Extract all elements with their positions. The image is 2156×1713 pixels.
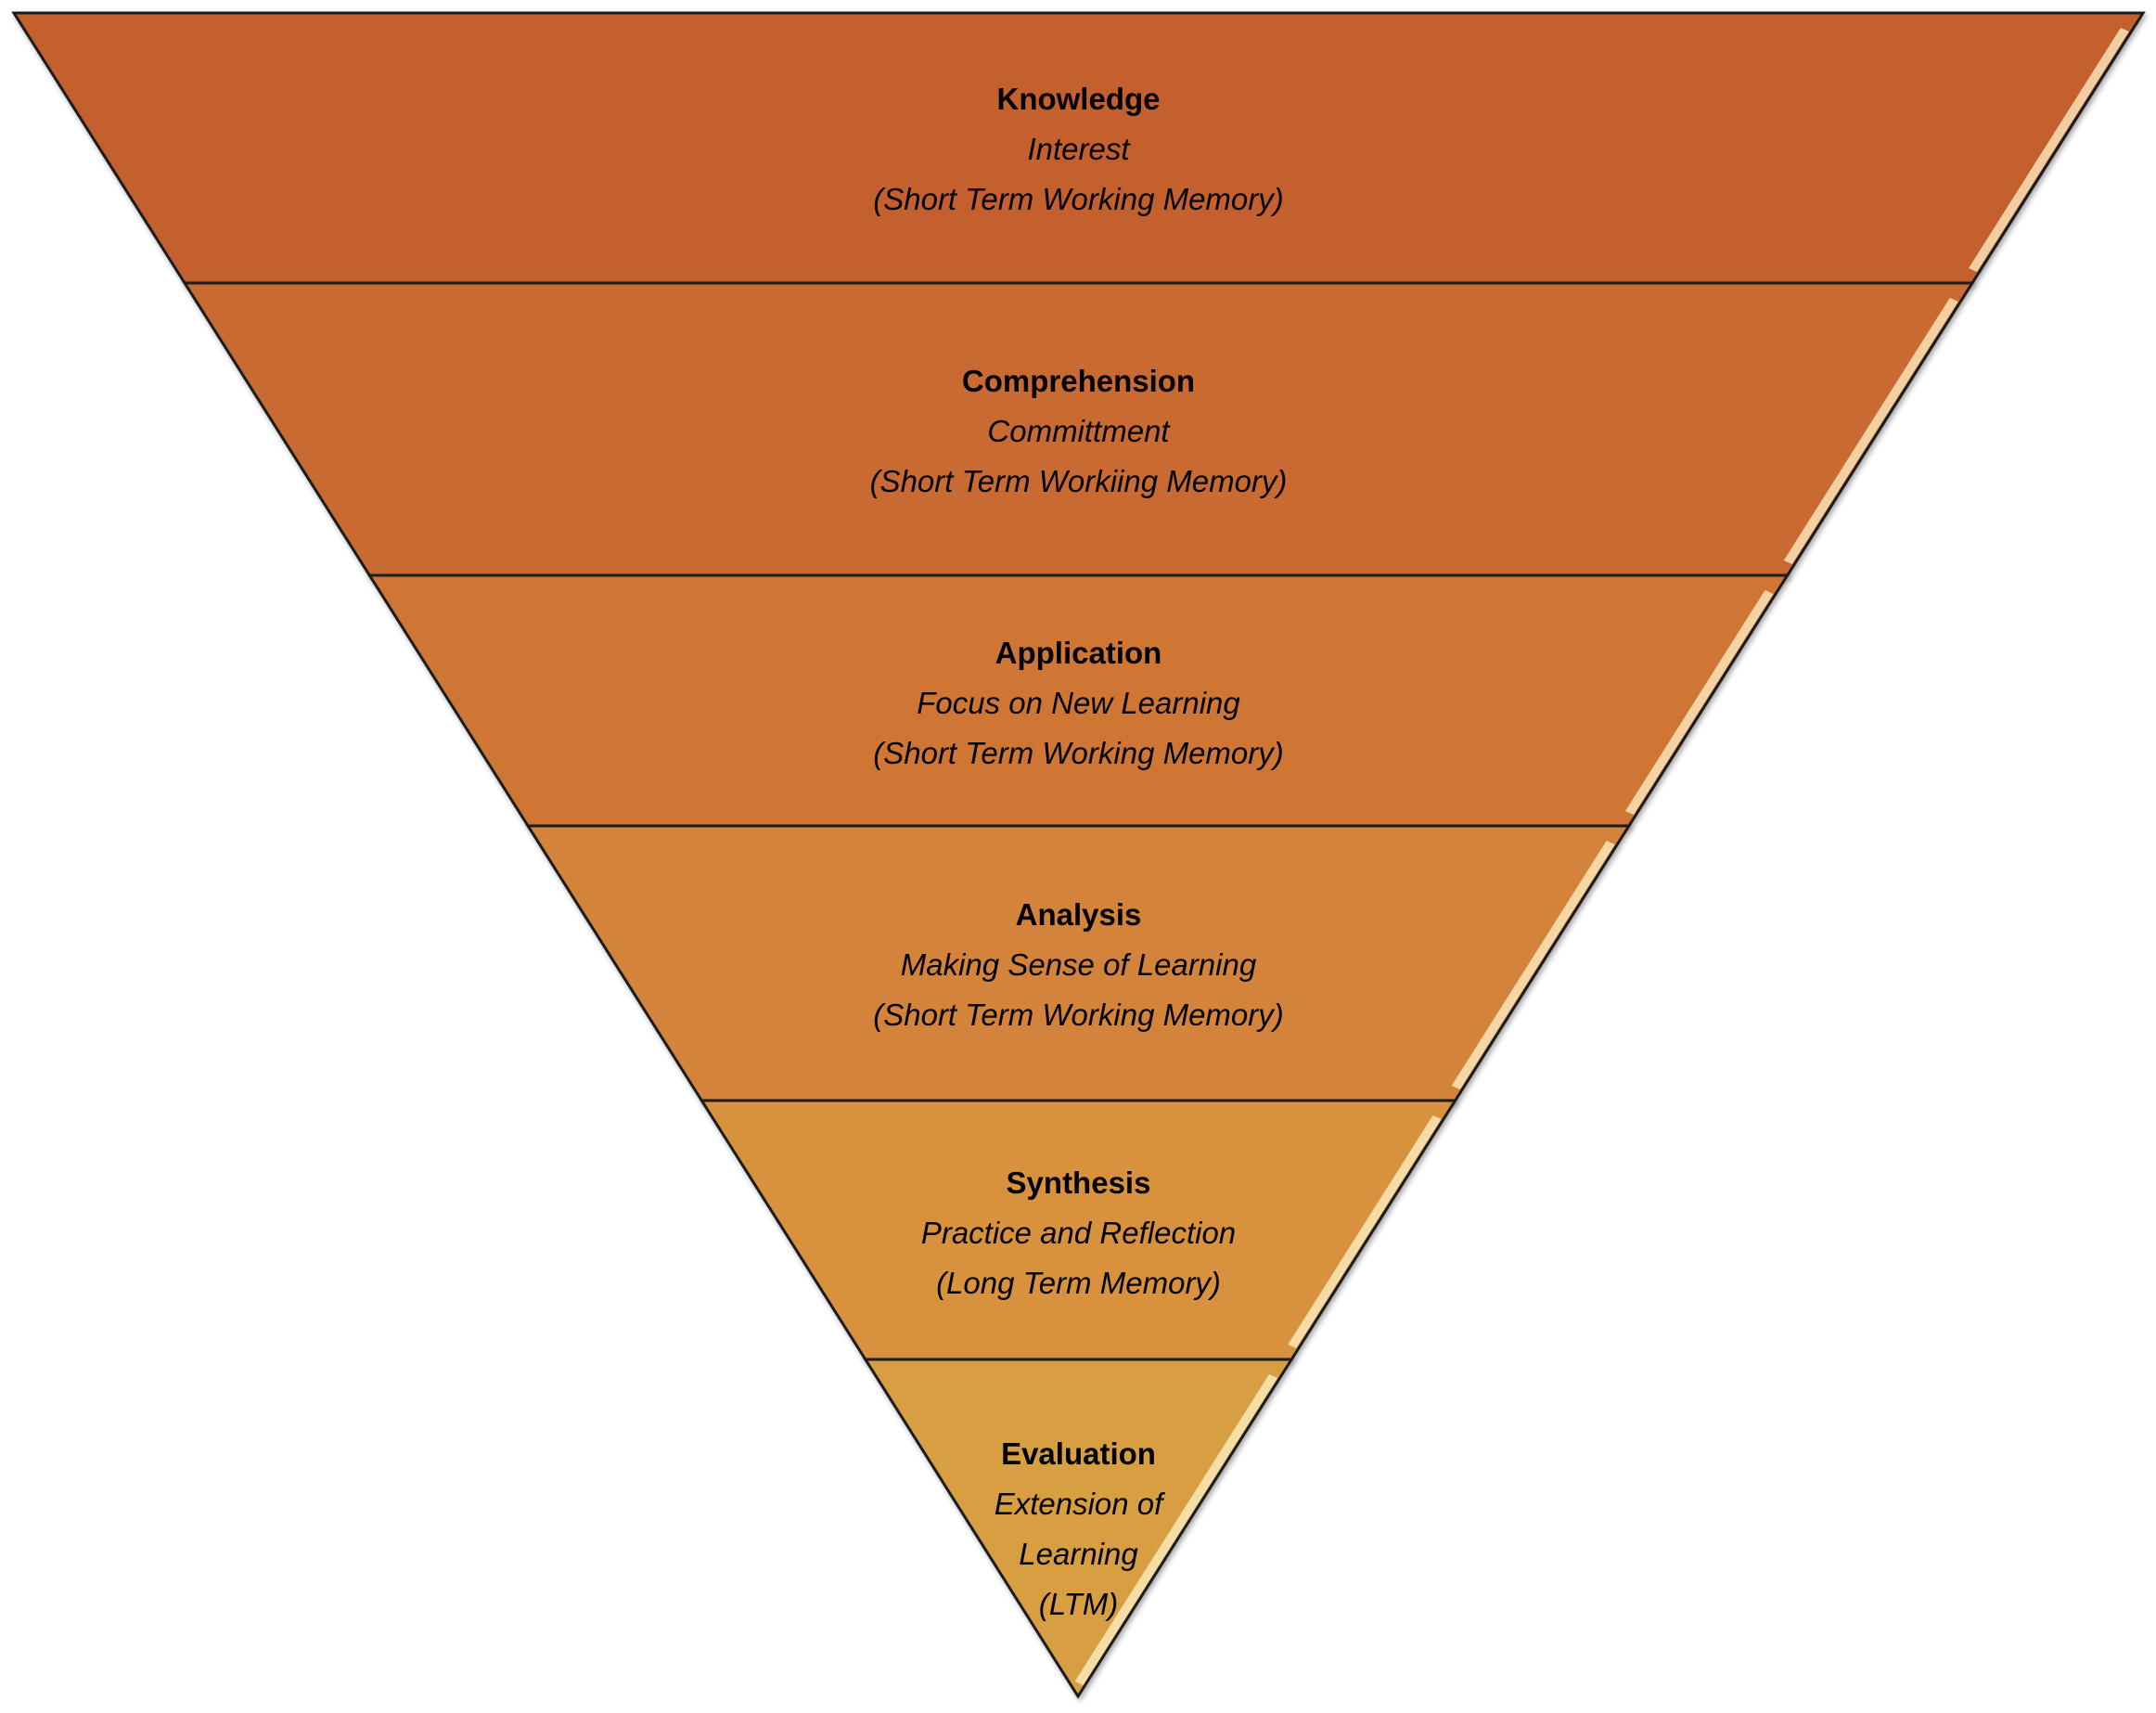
layer-analysis: Analysis Making Sense of Learning (Short… xyxy=(525,824,1632,1102)
layer-comprehension-line-2: (Short Term Workiing Memory) xyxy=(870,464,1288,498)
layer-analysis-line-1: Making Sense of Learning xyxy=(901,947,1257,982)
layer-evaluation-line-1: Extension of xyxy=(995,1487,1166,1521)
layer-comprehension-title: Comprehension xyxy=(962,364,1195,398)
layer-synthesis-line-2: (Long Term Memory) xyxy=(936,1266,1221,1300)
layer-knowledge-title: Knowledge xyxy=(996,82,1160,116)
layer-comprehension-bevel xyxy=(1783,298,1958,564)
layer-synthesis-line-1: Practice and Reflection xyxy=(921,1216,1236,1250)
layer-evaluation-band xyxy=(863,1358,1294,1699)
layer-knowledge: Knowledge Interest (Short Term Working M… xyxy=(11,11,2146,285)
layer-application: Application Focus on New Learning (Short… xyxy=(366,573,1790,828)
layer-synthesis: Synthesis Practice and Reflection (Long … xyxy=(699,1099,1458,1361)
layer-synthesis-title: Synthesis xyxy=(1007,1166,1151,1200)
layer-evaluation-title: Evaluation xyxy=(1001,1436,1156,1471)
layer-application-line-1: Focus on New Learning xyxy=(917,686,1240,720)
layer-application-line-2: (Short Term Working Memory) xyxy=(873,736,1284,770)
layer-application-title: Application xyxy=(995,636,1162,670)
layer-comprehension-line-1: Committment xyxy=(987,414,1171,448)
layer-analysis-bevel xyxy=(1451,841,1615,1089)
layer-evaluation-bevel xyxy=(1074,1374,1278,1685)
layer-knowledge-line-2: (Short Term Working Memory) xyxy=(873,182,1284,216)
layer-analysis-line-2: (Short Term Working Memory) xyxy=(873,998,1284,1032)
layer-evaluation-line-2: Learning xyxy=(1019,1537,1138,1571)
layer-application-bevel xyxy=(1624,590,1774,815)
layer-evaluation-line-3: (LTM) xyxy=(1039,1587,1119,1621)
layer-knowledge-line-1: Interest xyxy=(1027,132,1131,166)
layer-evaluation: Evaluation Extension of Learning (LTM) xyxy=(863,1358,1294,1699)
layer-comprehension: Comprehension Committment (Short Term Wo… xyxy=(182,281,1975,577)
layer-analysis-title: Analysis xyxy=(1016,897,1142,932)
layer-synthesis-bevel xyxy=(1288,1115,1442,1348)
layer-knowledge-bevel xyxy=(1969,28,2129,272)
